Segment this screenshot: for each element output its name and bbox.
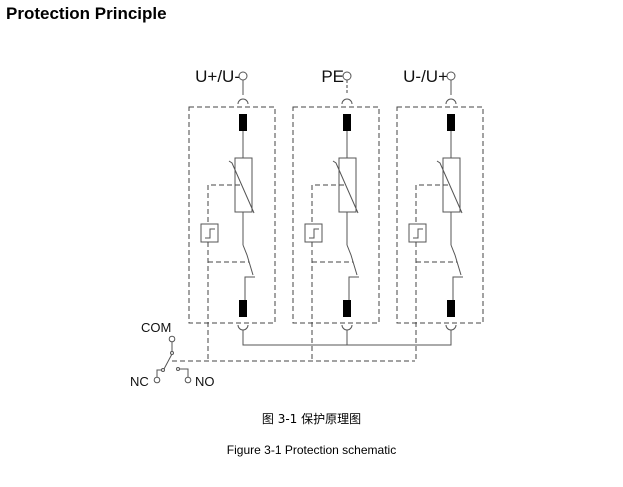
fuse-icon: [343, 114, 351, 131]
terminal-icon: [342, 71, 352, 81]
disconnect-switch: [450, 244, 462, 276]
disconnect-switch: [346, 244, 358, 276]
terminal-label: U-/U+: [403, 67, 448, 86]
terminal-icon: [446, 71, 456, 81]
module-housing: [396, 106, 484, 324]
plug-contact: [237, 98, 249, 105]
nc-label: NC: [130, 374, 149, 389]
fuse-icon: [343, 300, 351, 317]
figure-caption-english: Figure 3-1 Protection schematic: [226, 443, 397, 457]
fuse-icon: [447, 300, 455, 317]
plug-contact: [341, 324, 353, 331]
figure-caption-chinese: 图 3-1 保护原理图: [261, 412, 362, 426]
fuse-icon: [447, 114, 455, 131]
module-housing: [292, 106, 380, 324]
com-label: COM: [141, 320, 171, 335]
terminal-label: PE: [321, 67, 344, 86]
thermal-trip-icon: [408, 223, 427, 243]
disconnect-switch: [242, 244, 254, 276]
spd-module-3: U-/U+: [396, 67, 484, 361]
plug-contact: [341, 98, 353, 105]
fuse-icon: [239, 114, 247, 131]
fuse-icon: [239, 300, 247, 317]
remote-signal-contact: [153, 335, 192, 384]
no-label: NO: [195, 374, 215, 389]
terminal-icon: [238, 71, 248, 81]
thermal-trip-icon: [304, 223, 323, 243]
plug-contact: [237, 324, 249, 331]
spd-module-2: PE: [292, 67, 380, 361]
terminal-label: U+/U-: [195, 67, 240, 86]
plug-contact: [445, 324, 457, 331]
spd-module-1: U+/U-: [188, 67, 276, 361]
module-housing: [188, 106, 276, 324]
section-heading: Protection Principle: [6, 4, 167, 23]
plug-contact: [445, 98, 457, 105]
thermal-trip-icon: [200, 223, 219, 243]
